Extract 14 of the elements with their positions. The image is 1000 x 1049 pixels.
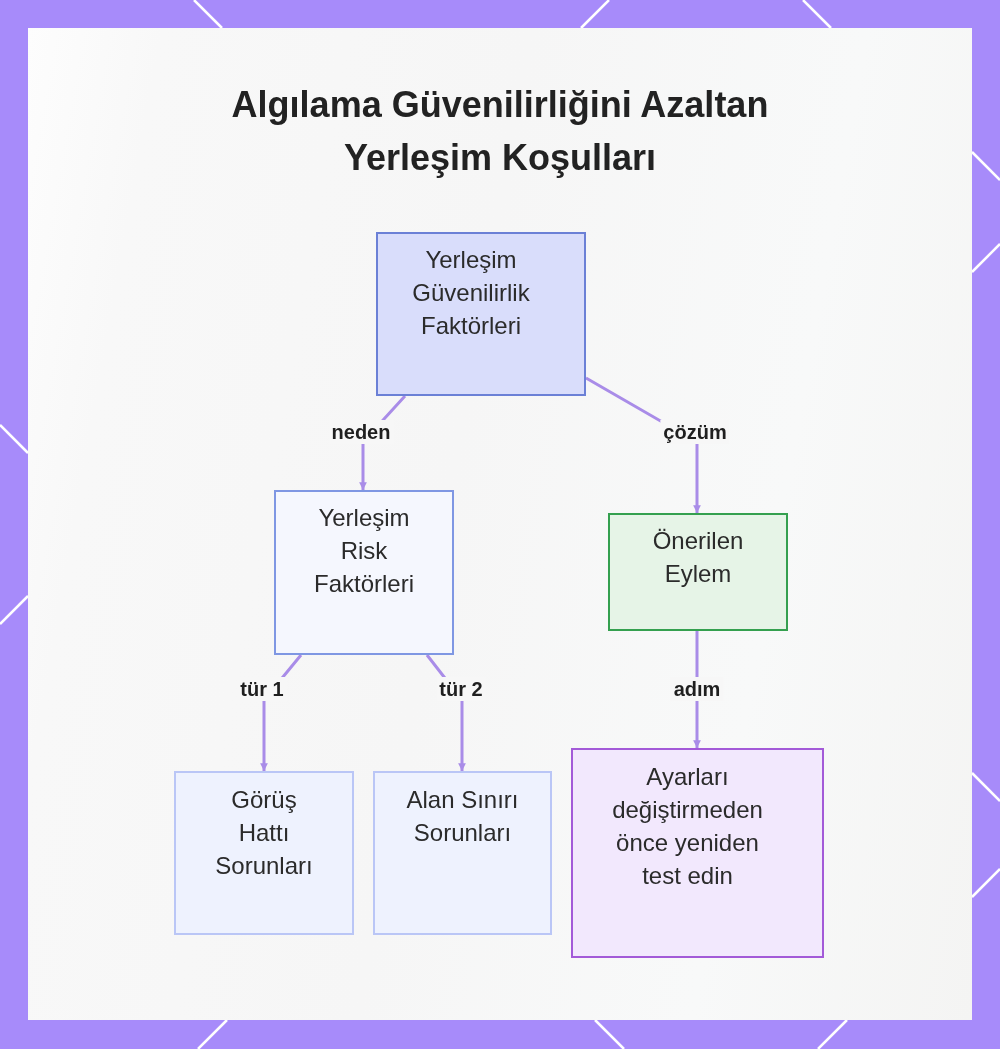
process-box: [376, 232, 586, 396]
process-box: [608, 513, 788, 631]
node-label: Yerleşim Risk Faktörleri: [313, 503, 415, 599]
node-label: Alan Sınırı Sorunları: [405, 785, 520, 848]
process-box: [174, 771, 354, 935]
node-label: Yerleşim Güvenilirlik Faktörleri: [411, 245, 531, 341]
process-box: [373, 771, 552, 935]
node-label: Görüş Hattı Sorunları: [214, 785, 314, 881]
edge-label: tür 1: [237, 677, 287, 701]
process-box: [274, 490, 454, 655]
node-label: Ayarları değiştirmeden önce yeniden test edin: [611, 762, 764, 891]
node-label: Önerilen Eylem: [651, 526, 745, 589]
process-box: [571, 748, 824, 958]
diagram-title: Algılama Güvenilirliğini Azaltan Yerleşim Koşulları: [230, 83, 770, 180]
